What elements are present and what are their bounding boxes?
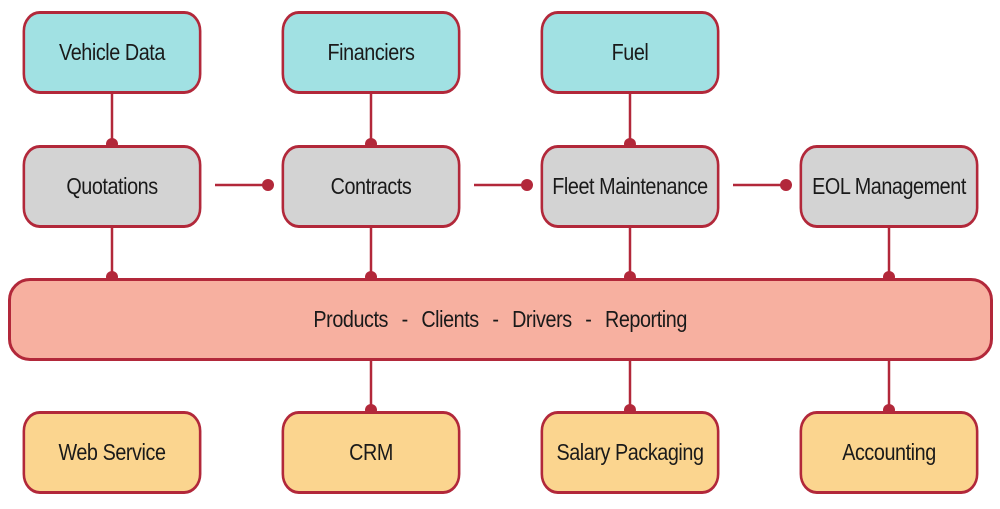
module-quotations: Quotations: [22, 145, 202, 228]
module-label: EOL Management: [812, 173, 966, 199]
module-label: Fleet Maintenance: [552, 173, 708, 199]
source-label: Fuel: [611, 39, 649, 65]
module-fleet-maintenance: Fleet Maintenance: [540, 145, 720, 228]
module-eol-management: EOL Management: [799, 145, 979, 228]
output-label: Salary Packaging: [556, 439, 704, 465]
module-contracts: Contracts: [281, 145, 461, 228]
output-label: Web Service: [58, 439, 166, 465]
output-web-service: Web Service: [22, 411, 202, 494]
connector-dot: [780, 179, 792, 191]
output-label: CRM: [349, 439, 393, 465]
core-label: Products - Clients - Drivers - Reporting: [313, 306, 688, 332]
output-salary-packaging: Salary Packaging: [540, 411, 720, 494]
output-crm: CRM: [281, 411, 461, 494]
connector-dot: [521, 179, 533, 191]
source-vehicle-data: Vehicle Data: [22, 11, 202, 94]
connector-dot: [262, 179, 274, 191]
source-label: Vehicle Data: [59, 39, 165, 65]
output-label: Accounting: [842, 439, 936, 465]
source-label: Financiers: [327, 39, 415, 65]
source-fuel: Fuel: [540, 11, 720, 94]
module-label: Contracts: [330, 173, 412, 199]
core-platform-bar: Products - Clients - Drivers - Reporting: [8, 278, 993, 361]
module-label: Quotations: [66, 173, 158, 199]
output-accounting: Accounting: [799, 411, 979, 494]
source-financiers: Financiers: [281, 11, 461, 94]
